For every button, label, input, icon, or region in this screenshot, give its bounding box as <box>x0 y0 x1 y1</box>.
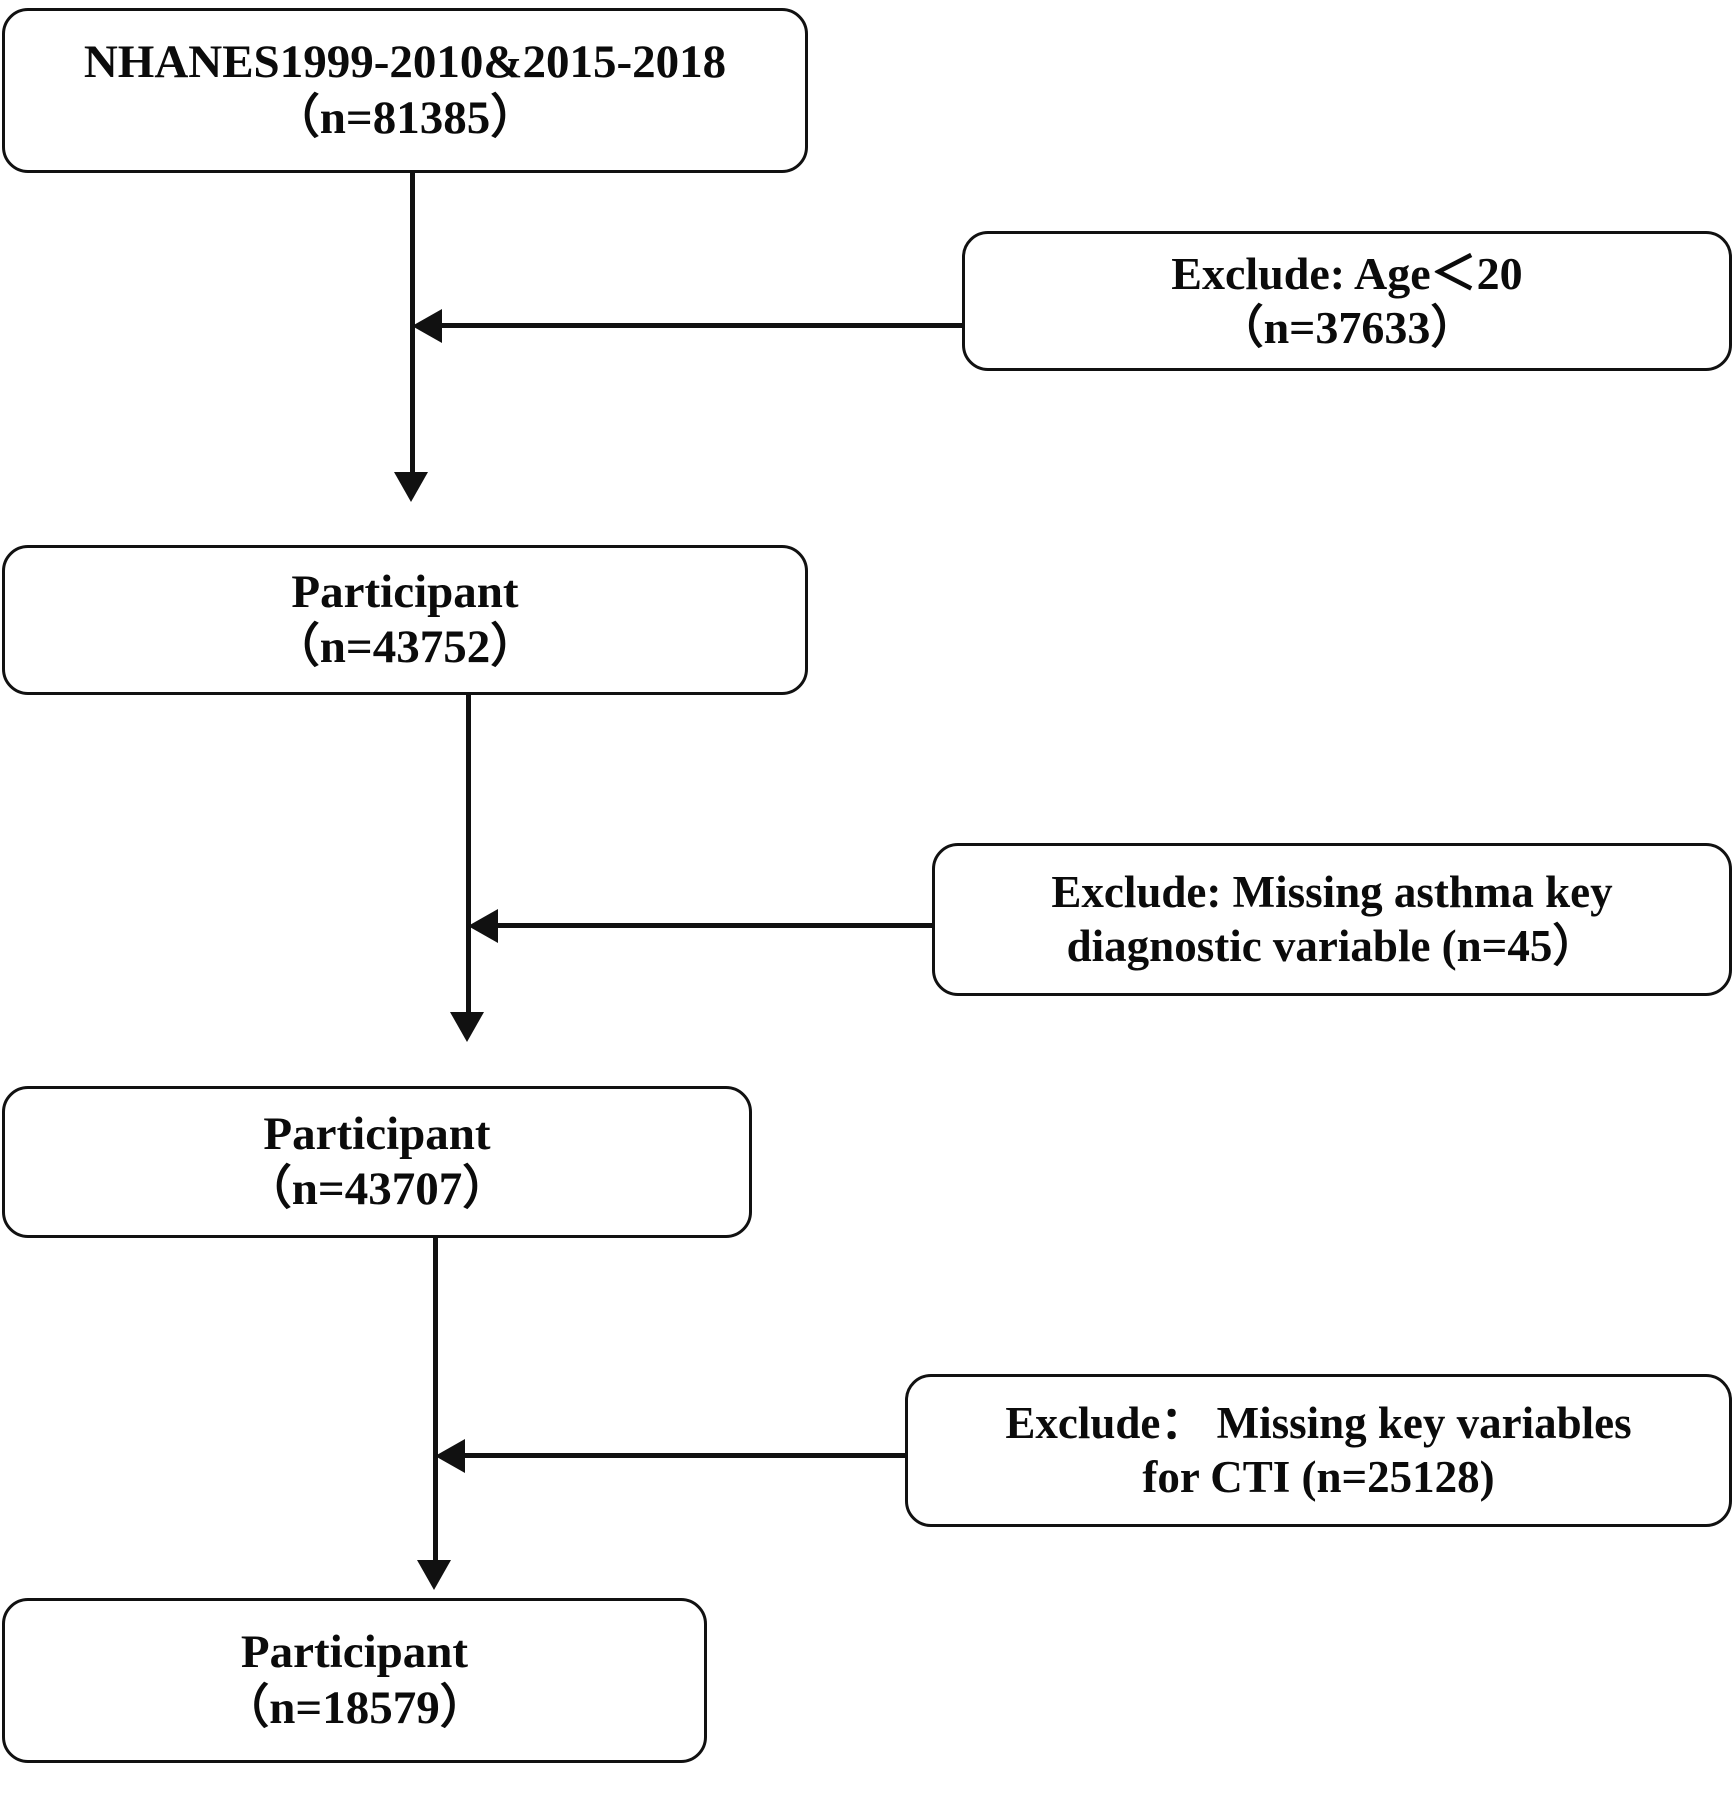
flow-stem-3 <box>433 1237 438 1564</box>
node-exclude-asthma-line1: Exclude: Missing asthma key <box>1051 867 1613 918</box>
down-arrow-1 <box>394 472 428 502</box>
node-exclude-age-line1: Exclude: Age＜20 <box>1171 247 1523 299</box>
node-exclude-asthma: Exclude: Missing asthma key diagnostic v… <box>932 843 1732 996</box>
node-participant-1-line1: Participant <box>291 565 519 618</box>
flow-stem-2 <box>466 694 471 1016</box>
exclude-asthma-connector <box>486 923 936 928</box>
left-arrow-3 <box>435 1439 465 1473</box>
node-exclude-asthma-line2: diagnostic variable (n=45） <box>1066 920 1598 971</box>
node-exclude-age: Exclude: Age＜20 （n=37633） <box>962 231 1732 371</box>
node-exclude-cti-line1: Exclude： Missing key variables <box>1005 1398 1632 1449</box>
node-source-line1: NHANES1999-2010&2015-2018 <box>83 36 727 89</box>
node-participant-2-line2: （n=43707） <box>244 1163 510 1215</box>
left-arrow-2 <box>468 909 498 943</box>
exclude-age-connector <box>430 323 965 328</box>
node-participant-3-line2: （n=18579） <box>222 1681 487 1734</box>
down-arrow-2 <box>450 1012 484 1042</box>
node-exclude-age-line2: （n=37633） <box>1217 302 1477 353</box>
node-participant-1-line2: （n=43752） <box>272 621 538 673</box>
node-participant-1: Participant （n=43752） <box>2 545 808 695</box>
node-source-cohort: NHANES1999-2010&2015-2018 （n=81385） <box>2 8 808 173</box>
node-participant-2-line1: Participant <box>263 1107 491 1160</box>
node-participant-3: Participant （n=18579） <box>2 1598 707 1763</box>
exclude-cti-connector <box>453 1453 908 1458</box>
node-participant-2: Participant （n=43707） <box>2 1086 752 1238</box>
down-arrow-3 <box>417 1560 451 1590</box>
node-exclude-cti: Exclude： Missing key variables for CTI (… <box>905 1374 1732 1527</box>
node-exclude-cti-line2: for CTI (n=25128) <box>1142 1451 1495 1502</box>
node-participant-3-line1: Participant <box>240 1626 469 1679</box>
node-source-line2: （n=81385） <box>272 91 538 144</box>
left-arrow-1 <box>412 309 442 343</box>
